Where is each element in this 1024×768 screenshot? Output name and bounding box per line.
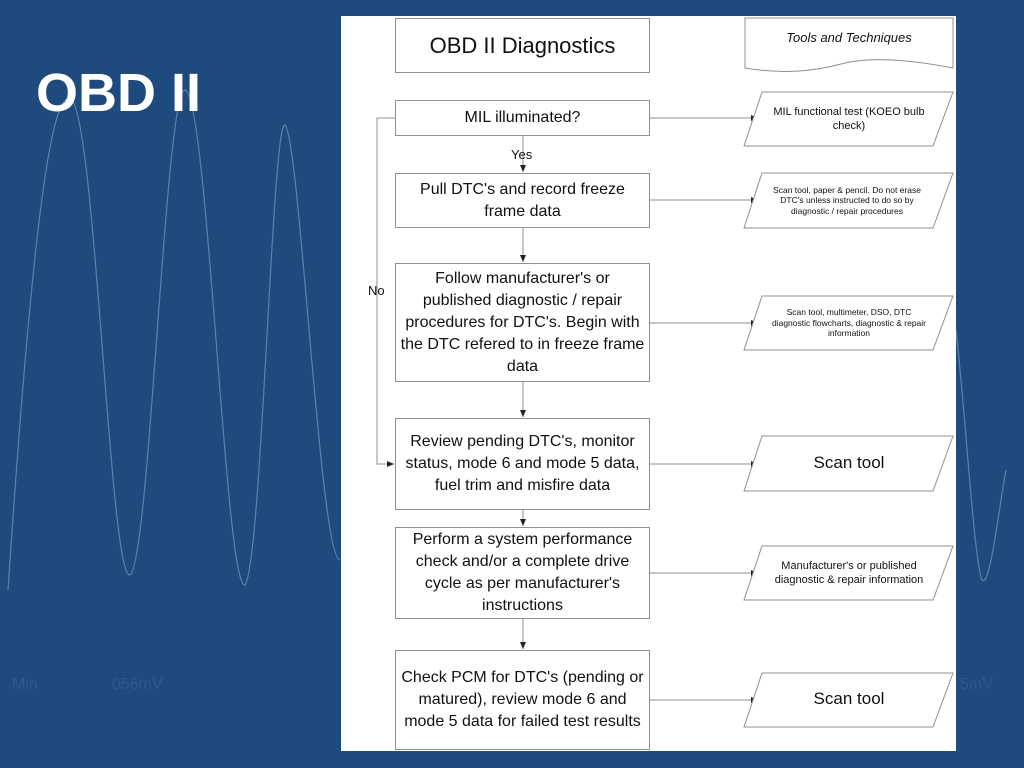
waveform-min-label: Min [12,676,38,693]
tool-shape-1 [743,91,954,147]
tool-shape-3 [743,295,954,351]
tool-shape-5 [743,545,954,601]
flowchart-panel: OBD II Diagnostics Tools and Techniques … [341,16,956,751]
step-check-pcm: Check PCM for DTC's (pending or matured)… [395,650,650,750]
step-pull-dtc: Pull DTC's and record freeze frame data [395,173,650,228]
no-label: No [368,283,385,298]
tool-shape-2 [743,172,954,229]
flowchart-connectors [376,17,954,728]
waveform-value-label-right: 5mV [960,676,993,693]
step-system-check: Perform a system performance check and/o… [395,527,650,619]
tool-shape-6 [743,672,954,728]
arrow-no-loop [376,117,395,467]
tool-text-2: Scan tool, paper & pencil. Do not erase … [773,184,921,216]
step-follow-procedures: Follow manufacturer's or published diagn… [395,263,650,382]
flowchart-title: OBD II Diagnostics [395,18,650,73]
step-review-pending: Review pending DTC's, monitor status, mo… [395,418,650,510]
step-mil-illuminated: MIL illuminated? [395,100,650,136]
tool-text-5: Manufacturer's or published diagnostic &… [774,560,924,586]
waveform-line-right [955,329,1007,582]
tool-text-1: MIL functional test (KOEO bulb check) [773,106,925,132]
tool-shape-4 [743,435,954,492]
tool-text-6: Scan tool [813,689,885,708]
document-label: Tools and Techniques [786,30,912,45]
tool-text-3: Scan tool, multimeter, DSO, DTC diagnost… [771,307,927,339]
waveform-value-label: 056mV [112,676,163,693]
tool-text-4: Scan tool [813,453,885,472]
yes-label: Yes [511,147,533,162]
waveform-line [7,89,341,591]
document-shape [744,17,954,72]
slide-title: OBD II [36,63,202,123]
